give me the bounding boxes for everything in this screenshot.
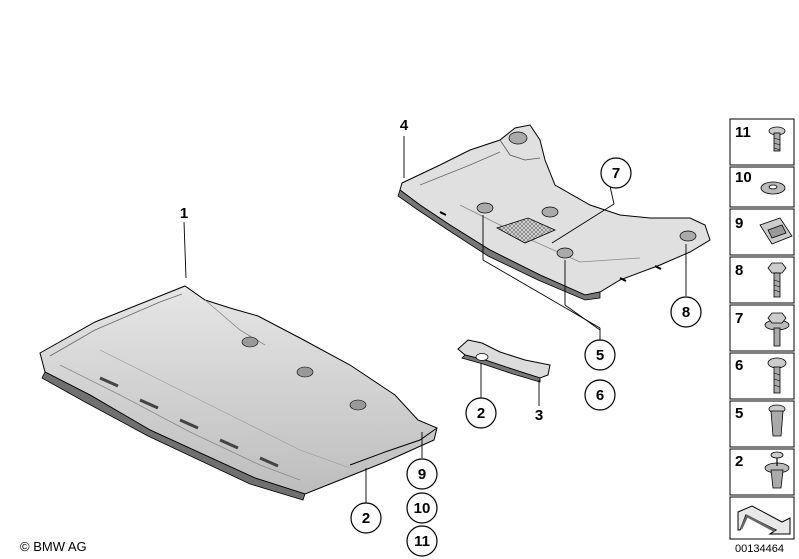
legend-num-2: 2 — [735, 453, 743, 470]
clip-nut-icon — [759, 217, 793, 245]
pan-screw-icon — [767, 357, 787, 394]
callout-10: 10 — [406, 492, 438, 524]
callout-8: 8 — [670, 296, 702, 328]
washer-icon — [760, 181, 786, 195]
copyright-notice: © BMW AG — [20, 539, 87, 554]
svg-text:7: 7 — [612, 165, 620, 182]
drawing-number: 00134464 — [735, 543, 784, 555]
bracket — [457, 339, 551, 383]
svg-text:8: 8 — [682, 304, 690, 321]
callout-2-front: 2 — [350, 502, 382, 534]
hex-bolt-icon — [767, 262, 787, 298]
legend-num-8: 8 — [735, 262, 743, 279]
callout-9: 9 — [406, 458, 438, 490]
flange-bolt-icon — [764, 312, 790, 347]
callout-3: 3 — [535, 407, 543, 424]
callout-7: 7 — [600, 157, 632, 189]
screw-icon — [768, 126, 786, 152]
svg-text:10: 10 — [414, 500, 431, 517]
underbody-shield-front — [39, 285, 438, 501]
callout-4: 4 — [400, 117, 409, 134]
push-clip-icon — [764, 451, 790, 489]
legend-num-10: 10 — [735, 169, 752, 186]
callout-1: 1 — [180, 205, 188, 222]
svg-text:9: 9 — [418, 466, 426, 483]
svg-text:11: 11 — [414, 533, 430, 550]
svg-text:2: 2 — [362, 510, 370, 527]
legend-num-11: 11 — [735, 124, 751, 141]
callout-6: 6 — [584, 379, 616, 411]
svg-text:2: 2 — [477, 405, 485, 422]
fastener-legend: 11 10 9 8 7 6 5 2 — [729, 118, 795, 540]
callout-2-bracket: 2 — [465, 397, 497, 429]
svg-text:5: 5 — [596, 347, 604, 364]
callout-5: 5 — [584, 339, 616, 371]
svg-text:6: 6 — [596, 387, 604, 404]
expanding-rivet-icon — [768, 404, 786, 437]
legend-num-5: 5 — [735, 405, 743, 422]
legend-num-9: 9 — [735, 215, 743, 232]
callout-11: 11 — [406, 525, 438, 557]
leader-lines — [183, 136, 687, 503]
legend-num-7: 7 — [735, 310, 743, 327]
underbody-shield-rear — [397, 124, 711, 301]
legend-num-6: 6 — [735, 357, 743, 374]
callouts: 1 4 3 7 8 5 6 2 9 10 — [180, 117, 702, 557]
direction-arrow-icon — [737, 505, 791, 535]
